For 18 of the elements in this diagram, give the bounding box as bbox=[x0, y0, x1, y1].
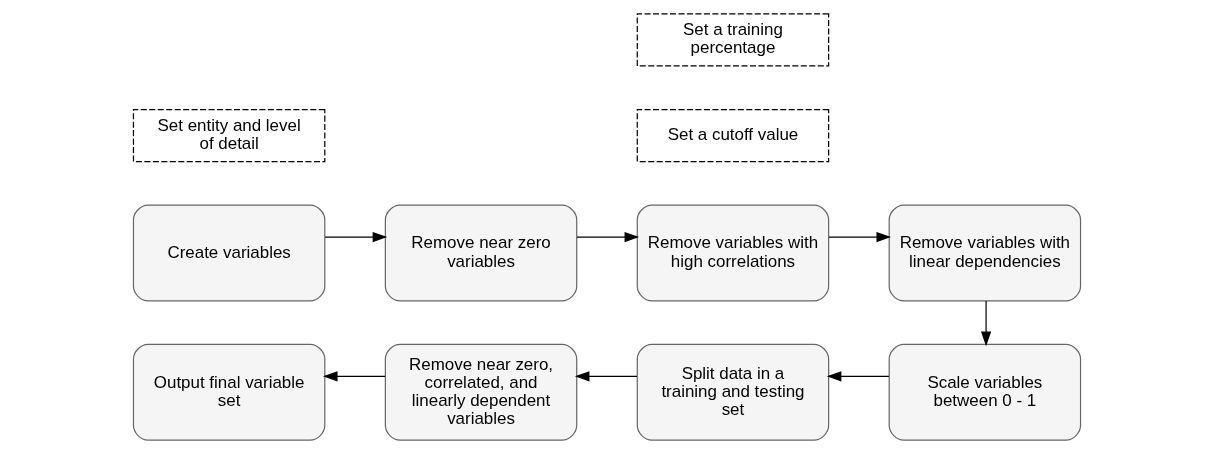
node-box: Set a training percentage bbox=[636, 12, 830, 67]
node-box: Output final variable set bbox=[132, 343, 326, 441]
arrow bbox=[826, 370, 890, 381]
node-box: Create variables bbox=[132, 204, 326, 301]
arrow bbox=[323, 370, 386, 381]
node-box: Set a cutoff value bbox=[636, 108, 830, 162]
arrow bbox=[324, 231, 388, 242]
arrow bbox=[828, 231, 891, 242]
node-box: Remove near zero variables bbox=[384, 204, 578, 301]
arrow bbox=[576, 231, 640, 242]
node-box: Remove near zero, correlated, and linearly dependent variables bbox=[384, 343, 578, 441]
node-box: Remove variables with linear dependencies bbox=[888, 204, 1082, 301]
node-box: Remove variables with high correlations bbox=[636, 204, 830, 301]
arrow bbox=[574, 370, 638, 381]
arrow bbox=[981, 299, 992, 346]
node-box: Scale variables between 0 - 1 bbox=[888, 343, 1082, 441]
node-box: Set entity and level of detail bbox=[132, 108, 326, 162]
node-box: Split data in a training and testing set bbox=[636, 343, 830, 441]
